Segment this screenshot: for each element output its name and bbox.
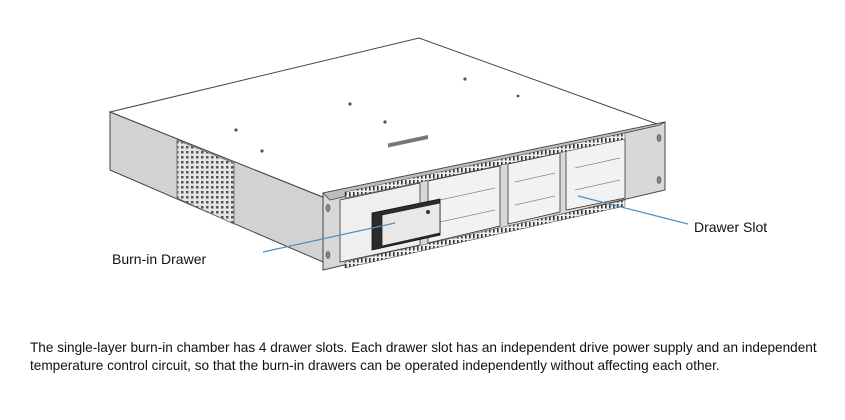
drawer-slot-label: Drawer Slot	[694, 219, 768, 235]
burn-in-drawer	[371, 135, 441, 251]
side-vent-grille	[176, 139, 235, 225]
figure-caption: The single-layer burn-in chamber has 4 d…	[30, 340, 817, 373]
burn-in-drawer-label: Burn-in Drawer	[112, 251, 207, 267]
burn-in-chamber-illustration	[108, 37, 689, 271]
rack-ear-holes	[325, 134, 662, 259]
burnin-drawer-leader-line	[262, 222, 396, 253]
drawer-slot-leader-line	[577, 195, 689, 225]
top-mounting-holes	[234, 77, 520, 153]
drawer-slot-3	[507, 152, 561, 225]
